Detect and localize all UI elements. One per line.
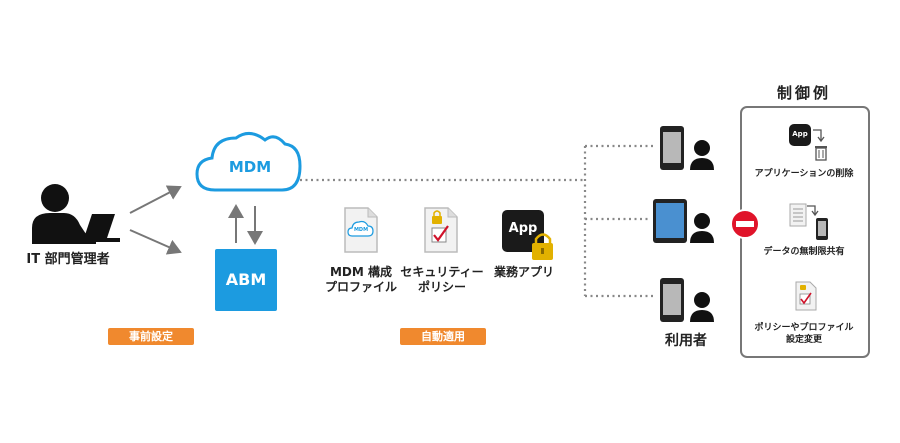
user-icon <box>690 292 714 322</box>
control-item-policy-change-line2: 設定変更 <box>785 335 822 345</box>
abm-box[interactable] <box>215 249 277 311</box>
payload-business-app-line1: 業務アプリ <box>493 265 554 279</box>
arrow-admin-to-abm <box>129 229 182 255</box>
control-item-policy-change-label: ポリシーやプロファイル 設定変更 <box>744 322 864 346</box>
mdm-label: MDM <box>228 158 272 176</box>
control-item-data-sharing-label: データの無制限共有 <box>763 247 845 257</box>
tablet-icon <box>653 199 687 243</box>
trash-icon <box>815 146 827 161</box>
arrow-admin-to-mdm <box>129 185 182 214</box>
payload-security-policy-line2: ポリシー <box>417 280 466 294</box>
data-document-icon <box>789 203 807 227</box>
payload-security-policy-line1: セキュリティー <box>400 265 484 279</box>
controls-title: 制御例 <box>776 84 831 102</box>
pre-setup-tag: 事前設定 <box>108 328 194 345</box>
payload-security-policy-label: セキュリティー ポリシー <box>399 265 485 295</box>
admin-label: IT 部門管理者 <box>26 252 110 267</box>
auto-apply-tag: 自動適用 <box>400 328 486 345</box>
control-item-app-deletion-label: アプリケーションの削除 <box>754 169 854 179</box>
smartphone-icon <box>660 278 684 322</box>
business-app-icon-text: App <box>508 221 538 236</box>
control-app-icon-text: App <box>792 130 808 138</box>
dotted-distribution-lines <box>300 144 655 298</box>
smartphone-icon <box>660 126 684 170</box>
mdm-profile-icon-text: MDM <box>353 227 369 233</box>
smartphone-icon <box>816 218 828 240</box>
user-icon <box>690 140 714 170</box>
abm-label: ABM <box>225 270 267 289</box>
payload-mdm-profile-line2: プロファイル <box>324 280 397 294</box>
payload-mdm-profile-line1: MDM 構成 <box>329 265 393 279</box>
control-app-icon <box>789 124 811 146</box>
controls-panel <box>740 106 870 358</box>
user-icon <box>690 213 714 243</box>
payload-business-app-label: 業務アプリ <box>484 265 564 280</box>
control-item-policy-change-line1: ポリシーやプロファイル <box>754 323 854 333</box>
users-label: 利用者 <box>665 333 707 349</box>
payload-mdm-profile-label: MDM 構成 プロファイル <box>318 265 404 295</box>
